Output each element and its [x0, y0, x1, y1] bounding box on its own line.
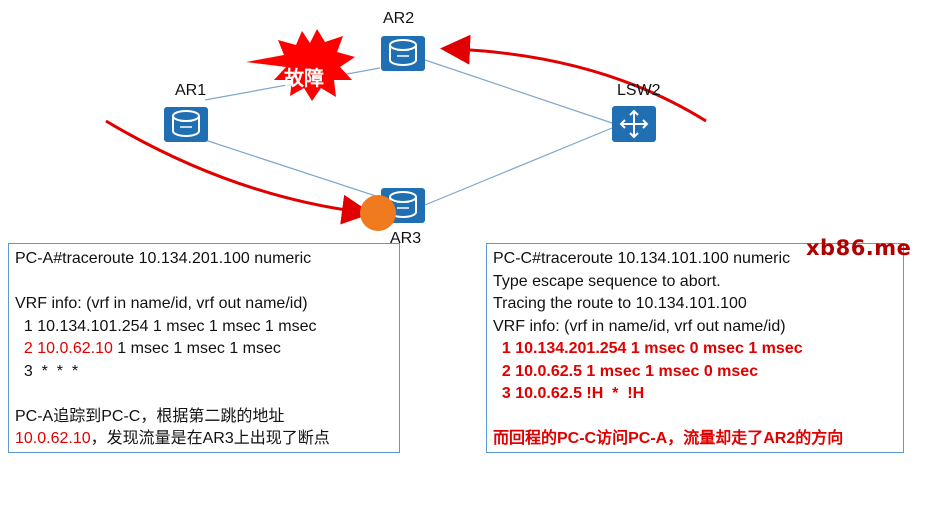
left-vrf-info: VRF info: (vrf in name/id, vrf out name/…	[15, 295, 308, 312]
right-note: 而回程的PC-C访问PC-A，流量却走了AR2的方向	[493, 430, 844, 447]
ar1-label: AR1	[175, 82, 207, 99]
right-hop-2: 2 10.0.62.5 1 msec 1 msec 0 msec	[493, 362, 759, 380]
left-hop-2-addr: 2 10.0.62.10	[15, 340, 113, 357]
link-ar1-ar3	[204, 139, 383, 199]
left-note-1: PC-A追踪到PC-C，根据第二跳的地址	[15, 407, 285, 425]
left-blank-line-2	[15, 383, 393, 406]
right-blank-line	[493, 406, 897, 429]
ar2-label: AR2	[383, 10, 415, 27]
watermark: xb86.me	[806, 236, 912, 260]
fault-label: 故障	[284, 66, 324, 90]
right-traceroute-panel: PC-C#traceroute 10.134.101.100 numeric T…	[486, 243, 904, 453]
left-note-2: 10.0.62.10，发现流量是在AR3上出现了断点	[15, 428, 393, 451]
return-path-arrow	[440, 34, 707, 123]
breakpoint-marker	[360, 195, 396, 231]
right-hop-3: 3 10.0.62.5 !H * !H	[493, 385, 645, 402]
lsw2-label: LSW2	[617, 82, 661, 99]
right-command: PC-C#traceroute 10.134.101.100 numeric	[493, 250, 791, 267]
network-topology	[105, 29, 707, 231]
lsw2-switch-icon[interactable]	[612, 106, 656, 142]
right-tracing-line: Tracing the route to 10.134.101.100	[493, 295, 747, 312]
link-ar3-lsw2	[424, 127, 613, 206]
left-command: PC-A#traceroute 10.134.201.100 numeric	[15, 250, 312, 267]
left-traceroute-panel: PC-A#traceroute 10.134.201.100 numeric V…	[8, 243, 400, 453]
ar3-label: AR3	[390, 230, 422, 247]
left-note-2-addr: 10.0.62.10	[15, 430, 91, 447]
fault-burst-icon	[246, 29, 355, 101]
forward-path-arrow	[105, 119, 372, 225]
ar1-router-icon[interactable]	[164, 107, 208, 142]
ar2-router-icon[interactable]	[381, 36, 425, 71]
right-hop-1: 1 10.134.201.254 1 msec 0 msec 1 msec	[493, 340, 803, 357]
right-vrf-info: VRF info: (vrf in name/id, vrf out name/…	[493, 317, 786, 335]
left-hop-3: 3 * * *	[15, 362, 79, 380]
left-hop-2: 2 10.0.62.10 1 msec 1 msec 1 msec	[15, 338, 393, 361]
left-note-2-rest: ，发现流量是在AR3上出现了断点	[90, 430, 330, 447]
left-hop-1: 1 10.134.101.254 1 msec 1 msec 1 msec	[15, 317, 317, 335]
right-escape-hint: Type escape sequence to abort.	[493, 272, 721, 290]
left-blank-line	[15, 271, 393, 294]
link-ar2-lsw2	[424, 59, 613, 124]
left-hop-2-rest: 1 msec 1 msec 1 msec	[112, 340, 281, 357]
